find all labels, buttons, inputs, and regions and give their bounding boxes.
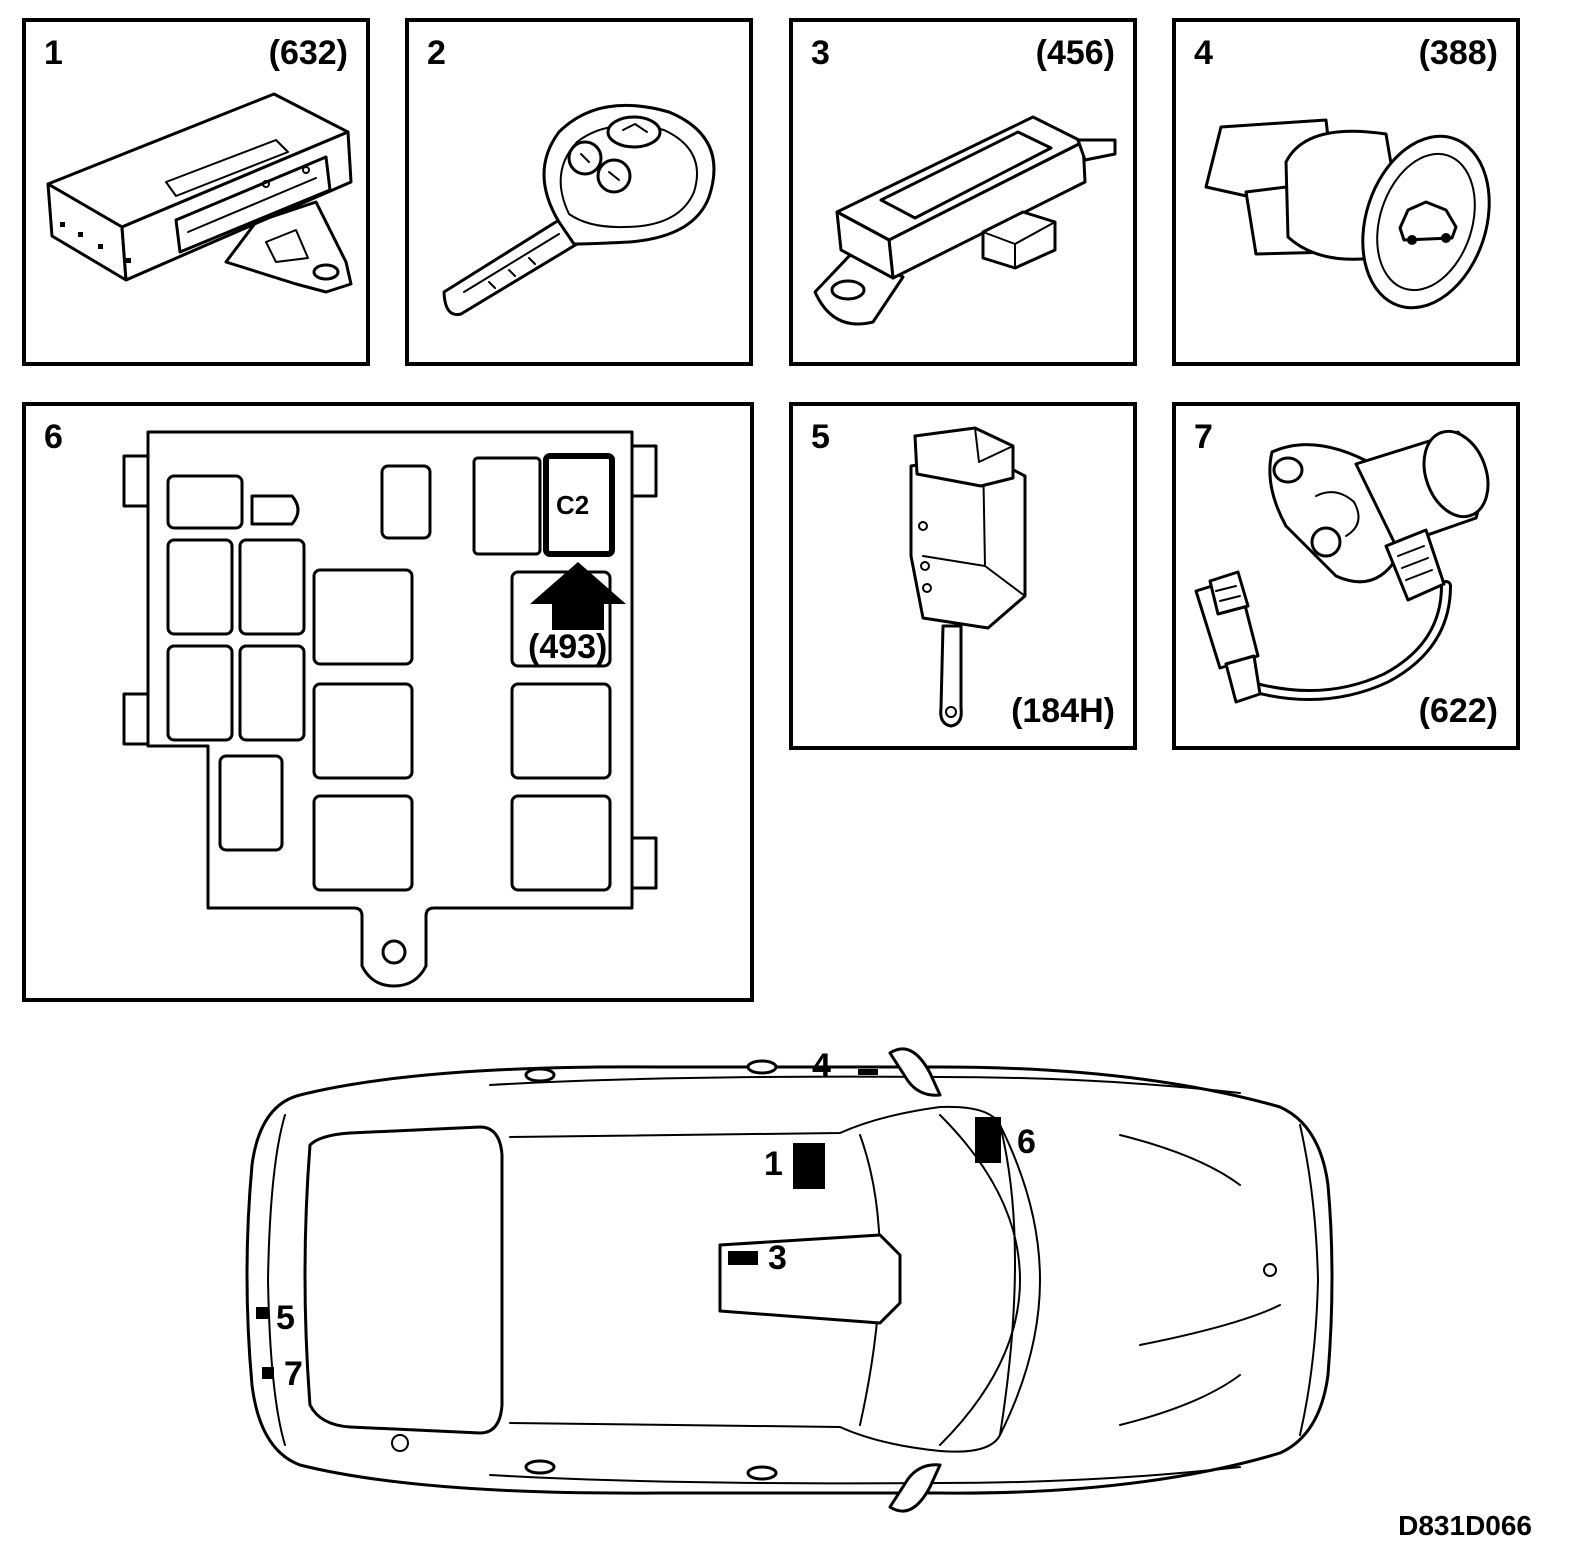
- component-code: (622): [1418, 692, 1498, 730]
- panel-number: 7: [1194, 418, 1213, 456]
- fuse-relay-box-drawing: [122, 430, 658, 988]
- component-code: (388): [1418, 34, 1498, 72]
- figure-id: D831D066: [1398, 1510, 1532, 1541]
- receiver-module-drawing: [813, 115, 1117, 326]
- panel-number: 2: [427, 34, 446, 72]
- door-switch-drawing: [909, 426, 1027, 728]
- panel-2: 2: [405, 18, 753, 366]
- remote-key-drawing: [442, 103, 716, 317]
- pointer-code: (493): [528, 628, 608, 666]
- panel-5: 5 (184H): [789, 402, 1137, 750]
- location-label-1: 1: [764, 1145, 783, 1183]
- panel-number: 1: [44, 34, 63, 72]
- car-outline-drawing: [245, 1047, 1334, 1513]
- panel-number: 6: [44, 418, 63, 456]
- panel-number: 3: [811, 34, 830, 72]
- location-label-7: 7: [284, 1355, 303, 1393]
- car-top-view: 1 3 4 5 6 7: [240, 1045, 1350, 1515]
- location-label-3: 3: [768, 1239, 787, 1277]
- hood-switch-drawing: [1204, 118, 1491, 310]
- component-code: (456): [1035, 34, 1115, 72]
- component-code: (184H): [1011, 692, 1115, 730]
- panel-1: 1 (632): [22, 18, 370, 366]
- control-module-drawing: [46, 92, 353, 294]
- location-label-4: 4: [812, 1047, 831, 1085]
- location-label-5: 5: [276, 1299, 295, 1337]
- panel-3: 3 (456): [789, 18, 1137, 366]
- panel-number: 4: [1194, 34, 1213, 72]
- location-label-6: 6: [1017, 1123, 1036, 1161]
- connector-label: C2: [556, 490, 590, 520]
- panel-7: 7 (622): [1172, 402, 1520, 750]
- panel-4: 4 (388): [1172, 18, 1520, 366]
- component-code: (632): [268, 34, 348, 72]
- lock-cylinder-switch-drawing: [1194, 429, 1490, 704]
- panel-number: 5: [811, 418, 830, 456]
- panel-6: 6 C2 (493): [22, 402, 754, 1002]
